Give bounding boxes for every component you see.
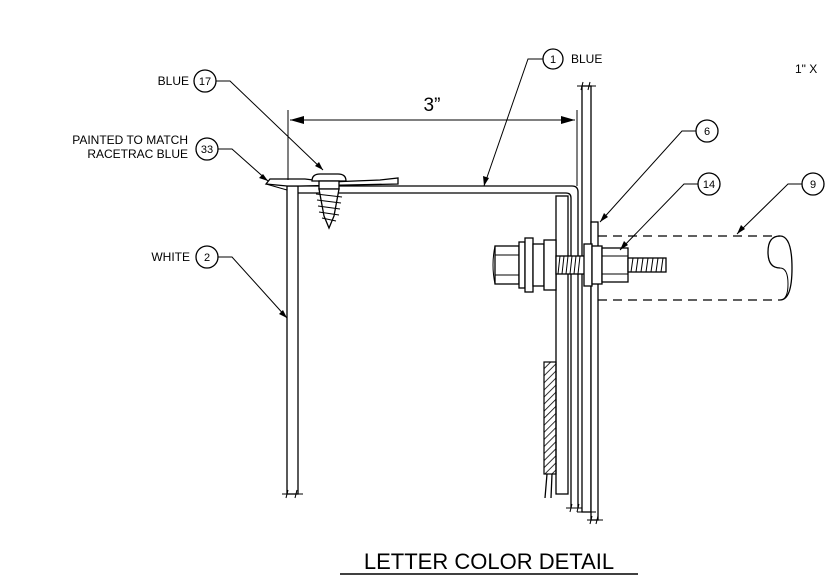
corner-note: 1" X (795, 62, 817, 76)
callout-2-text: WHITE (151, 250, 190, 264)
dimension-label: 3” (424, 95, 441, 116)
callout-17-number: 17 (199, 76, 211, 88)
callout-17-text: BLUE (158, 74, 189, 88)
letter-return-wall (282, 185, 303, 499)
callout-1-text: BLUE (571, 52, 602, 66)
detail-title: LETTER COLOR DETAIL (364, 549, 614, 574)
callout-9-number: 9 (810, 179, 816, 191)
callout-2: 2 WHITE (151, 245, 288, 319)
mounting-panel (577, 81, 603, 525)
callout-33-number: 33 (201, 144, 213, 156)
callout-1-number: 1 (550, 54, 556, 66)
callout-9: 9 (736, 172, 825, 235)
bolt-assembly (492, 237, 667, 293)
callout-2-number: 2 (204, 252, 210, 264)
callout-33-text-line1: PAINTED TO MATCH (72, 133, 188, 147)
callout-14: 14 (619, 172, 721, 251)
callout-6: 6 (599, 119, 719, 223)
support-pipe (598, 235, 793, 301)
letter-face-panel (298, 185, 583, 513)
callout-6-number: 6 (704, 126, 710, 138)
callout-1: 1 BLUE (483, 48, 602, 187)
dimension-3-inch: 3” (287, 95, 578, 186)
callout-14-number: 14 (703, 179, 715, 191)
screw-fastener (311, 173, 347, 230)
callout-17: 17 BLUE (158, 69, 324, 171)
callout-33: 33 PAINTED TO MATCH RACETRAC BLUE (72, 133, 269, 182)
callout-33-text-line2: RACETRAC BLUE (87, 147, 188, 161)
detail-title-group: LETTER COLOR DETAIL (340, 549, 638, 575)
thread-lines (557, 255, 581, 275)
